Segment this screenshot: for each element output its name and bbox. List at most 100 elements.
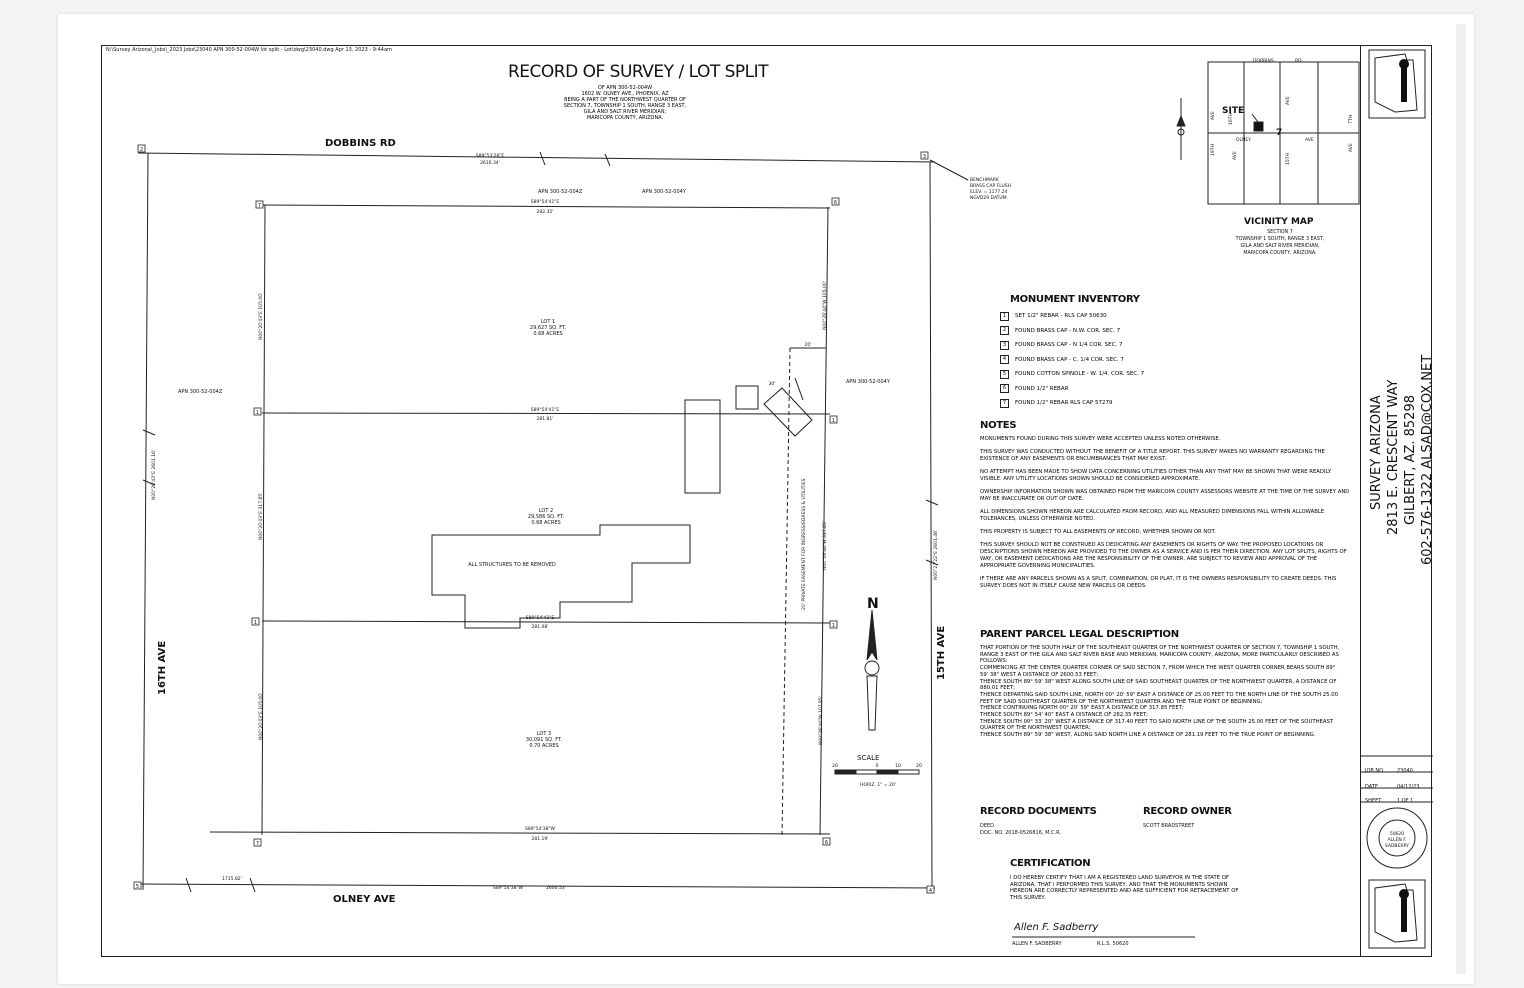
notes-list: MONUMENTS FOUND DURING THIS SURVEY WERE …	[980, 436, 1350, 596]
legal-line: THENCE CONTINUING NORTH 00° 20' 59" EAST…	[980, 705, 1184, 712]
scale-label: SCALE	[857, 754, 879, 762]
monument-label: 5	[136, 884, 139, 890]
vicinity-street: 19TH	[1210, 144, 1216, 156]
vicinity-street: AVE	[1305, 137, 1314, 143]
bearing-label: N00°20'43"E 105.00'	[258, 693, 264, 740]
vicinity-street: 15TH	[1285, 153, 1291, 165]
file-path: N:\Survey Arizona\_Jobs\_2023 Jobs\23040…	[106, 47, 392, 53]
sixteenth-ave-line	[142, 152, 149, 891]
page-scroll-edge	[1456, 24, 1466, 974]
monument-label: 6	[825, 840, 828, 846]
lot-label: LOT 1	[541, 319, 555, 325]
bearing-label: S89°54'38"W	[493, 885, 524, 891]
seal-number: 50620	[1390, 831, 1404, 837]
vicinity-street: 16TH	[1228, 113, 1234, 125]
note-item: NO ATTEMPT HAS BEEN MADE TO SHOW DATA CO…	[980, 469, 1332, 482]
title-block-graphics: 50620 ALLEN F. SADBERRY	[1361, 49, 1433, 949]
note-item: MONUMENTS FOUND DURING THIS SURVEY WERE …	[980, 436, 1221, 442]
bearing-label: N00°20'43"E 2601.16'	[151, 450, 157, 500]
monument-number: 5	[1000, 369, 1009, 379]
monument-number: 6	[1000, 384, 1009, 394]
scale-tick: 0	[876, 763, 879, 769]
survey-subtitle: OF APN 300-52-004W 1602 W. OLNEY AVE., P…	[540, 85, 710, 121]
record-documents-title: RECORD DOCUMENTS	[980, 806, 1097, 817]
vicinity-desc: MARICOPA COUNTY, ARIZONA.	[1243, 250, 1316, 256]
bearing-label: N00°20'43"E 317.85'	[258, 493, 264, 540]
scale-tick: 20	[916, 763, 922, 769]
vicinity-street: 7TH	[1348, 115, 1354, 124]
note-item: THIS SURVEY SHOULD NOT BE CONSTRUED AS D…	[980, 542, 1347, 569]
scale-tick: 10	[895, 763, 901, 769]
lot-label: LOT 3	[537, 731, 551, 737]
bearing-label: S89°54'41"E	[526, 615, 555, 621]
main-structure-outline	[431, 524, 691, 629]
monument-number: 1	[1000, 311, 1009, 321]
legal-line: COMMENCING AT THE CENTER QUARTER CORNER …	[980, 665, 1336, 678]
arizona-logo-icon	[1374, 53, 1418, 113]
certification-statement: I DO HEREBY CERTIFY THAT I AM A REGISTER…	[1010, 875, 1239, 902]
note-item: THIS PROPERTY IS SUBJECT TO ALL EASEMENT…	[980, 529, 1216, 535]
vicinity-street: AVE	[1348, 143, 1354, 152]
company-contact: 602-576-1322 ALSAD@COX.NET	[1420, 355, 1432, 565]
vicinity-street: AVE	[1210, 111, 1216, 120]
sheet-value: 1 OF 1	[1397, 798, 1414, 804]
lot-area: 29,586 SQ. FT.	[528, 514, 565, 520]
scale-note: HORIZ. 1" = 20'	[860, 782, 896, 788]
bearing-label: S89°54'41"E	[531, 199, 560, 205]
company-name: SURVEY ARIZONA	[1369, 395, 1384, 510]
vicinity-street: RD	[1295, 58, 1302, 64]
bearing-label: N00°26'44"W 105.00'	[822, 281, 828, 330]
date-value: 04/12/23	[1397, 784, 1420, 790]
north-arrow-icon	[866, 609, 878, 661]
structure-outline	[763, 387, 813, 437]
vicinity-section-number: 7	[1276, 128, 1282, 138]
arizona-logo-frame	[1368, 49, 1426, 119]
survey-title: RECORD OF SURVEY / LOT SPLIT	[508, 62, 769, 82]
bearing-label: S89°54'41"E	[531, 407, 560, 413]
subtitle-line: SECTION 7, TOWNSHIP 1 SOUTH, RANGE 3 EAS…	[563, 103, 687, 109]
note-item: ALL DIMENSIONS SHOWN HEREON ARE CALCULAT…	[980, 509, 1325, 522]
sheet-label: SHEET	[1365, 798, 1382, 804]
vicinity-street: OLNEY	[1236, 137, 1251, 143]
dobbins-road-line	[137, 152, 936, 163]
job-number-label: JOB NO.	[1365, 768, 1385, 774]
lot-east-line	[819, 206, 829, 836]
lot-bottom-line	[209, 831, 831, 835]
legal-line: THENCE SOUTH 00° 33' 20" WEST A DISTANCE…	[980, 718, 1334, 732]
easement-label: 20' PRIVATE EASEMENT FOR INGRESS/EGRESS …	[801, 478, 807, 610]
distance-label: 281.08'	[532, 624, 549, 630]
dimension-label: 30'	[769, 381, 776, 387]
north-label: N	[867, 596, 879, 612]
monument-label: 1	[832, 623, 835, 629]
vicinity-site-label: SITE	[1222, 106, 1244, 116]
legal-description-title: PARENT PARCEL LEGAL DESCRIPTION	[980, 629, 1179, 640]
apn-label: APN 300-52-004Y	[642, 189, 687, 195]
monument-text: FOUND BRASS CAP - N 1/4 COR. SEC. 7	[1015, 342, 1123, 349]
survey-sheet	[101, 45, 1432, 957]
monument-label: 6	[834, 200, 837, 206]
benchmark-label: BENCHMARK	[970, 177, 1000, 183]
monument-number: 7	[1000, 398, 1009, 408]
structure-outline	[684, 399, 721, 494]
monument-label: 3	[923, 154, 926, 160]
subtitle-line: MARICOPA COUNTY, ARIZONA.	[586, 115, 664, 121]
monument-label: 1	[254, 620, 257, 626]
distance-label: 281.19'	[532, 836, 549, 842]
lot-acres: 0.70 ACRES	[529, 743, 558, 749]
lot-acres: 0.68 ACRES	[533, 331, 562, 337]
apn-label: APN 300-52-004Z	[538, 189, 583, 195]
monument-inventory-title: MONUMENT INVENTORY	[1010, 294, 1140, 305]
monument-text: FOUND BRASS CAP - N.W. COR. SEC. 7	[1015, 327, 1121, 334]
company-address: 2813 E. CRESCENT WAY	[1386, 380, 1401, 535]
vicinity-street: AVE	[1285, 96, 1291, 105]
street-label-olney: OLNEY AVE	[333, 894, 396, 905]
surveyor-rls: R.L.S. 50620	[1097, 941, 1129, 947]
distance-label: 2600.53'	[546, 885, 566, 891]
